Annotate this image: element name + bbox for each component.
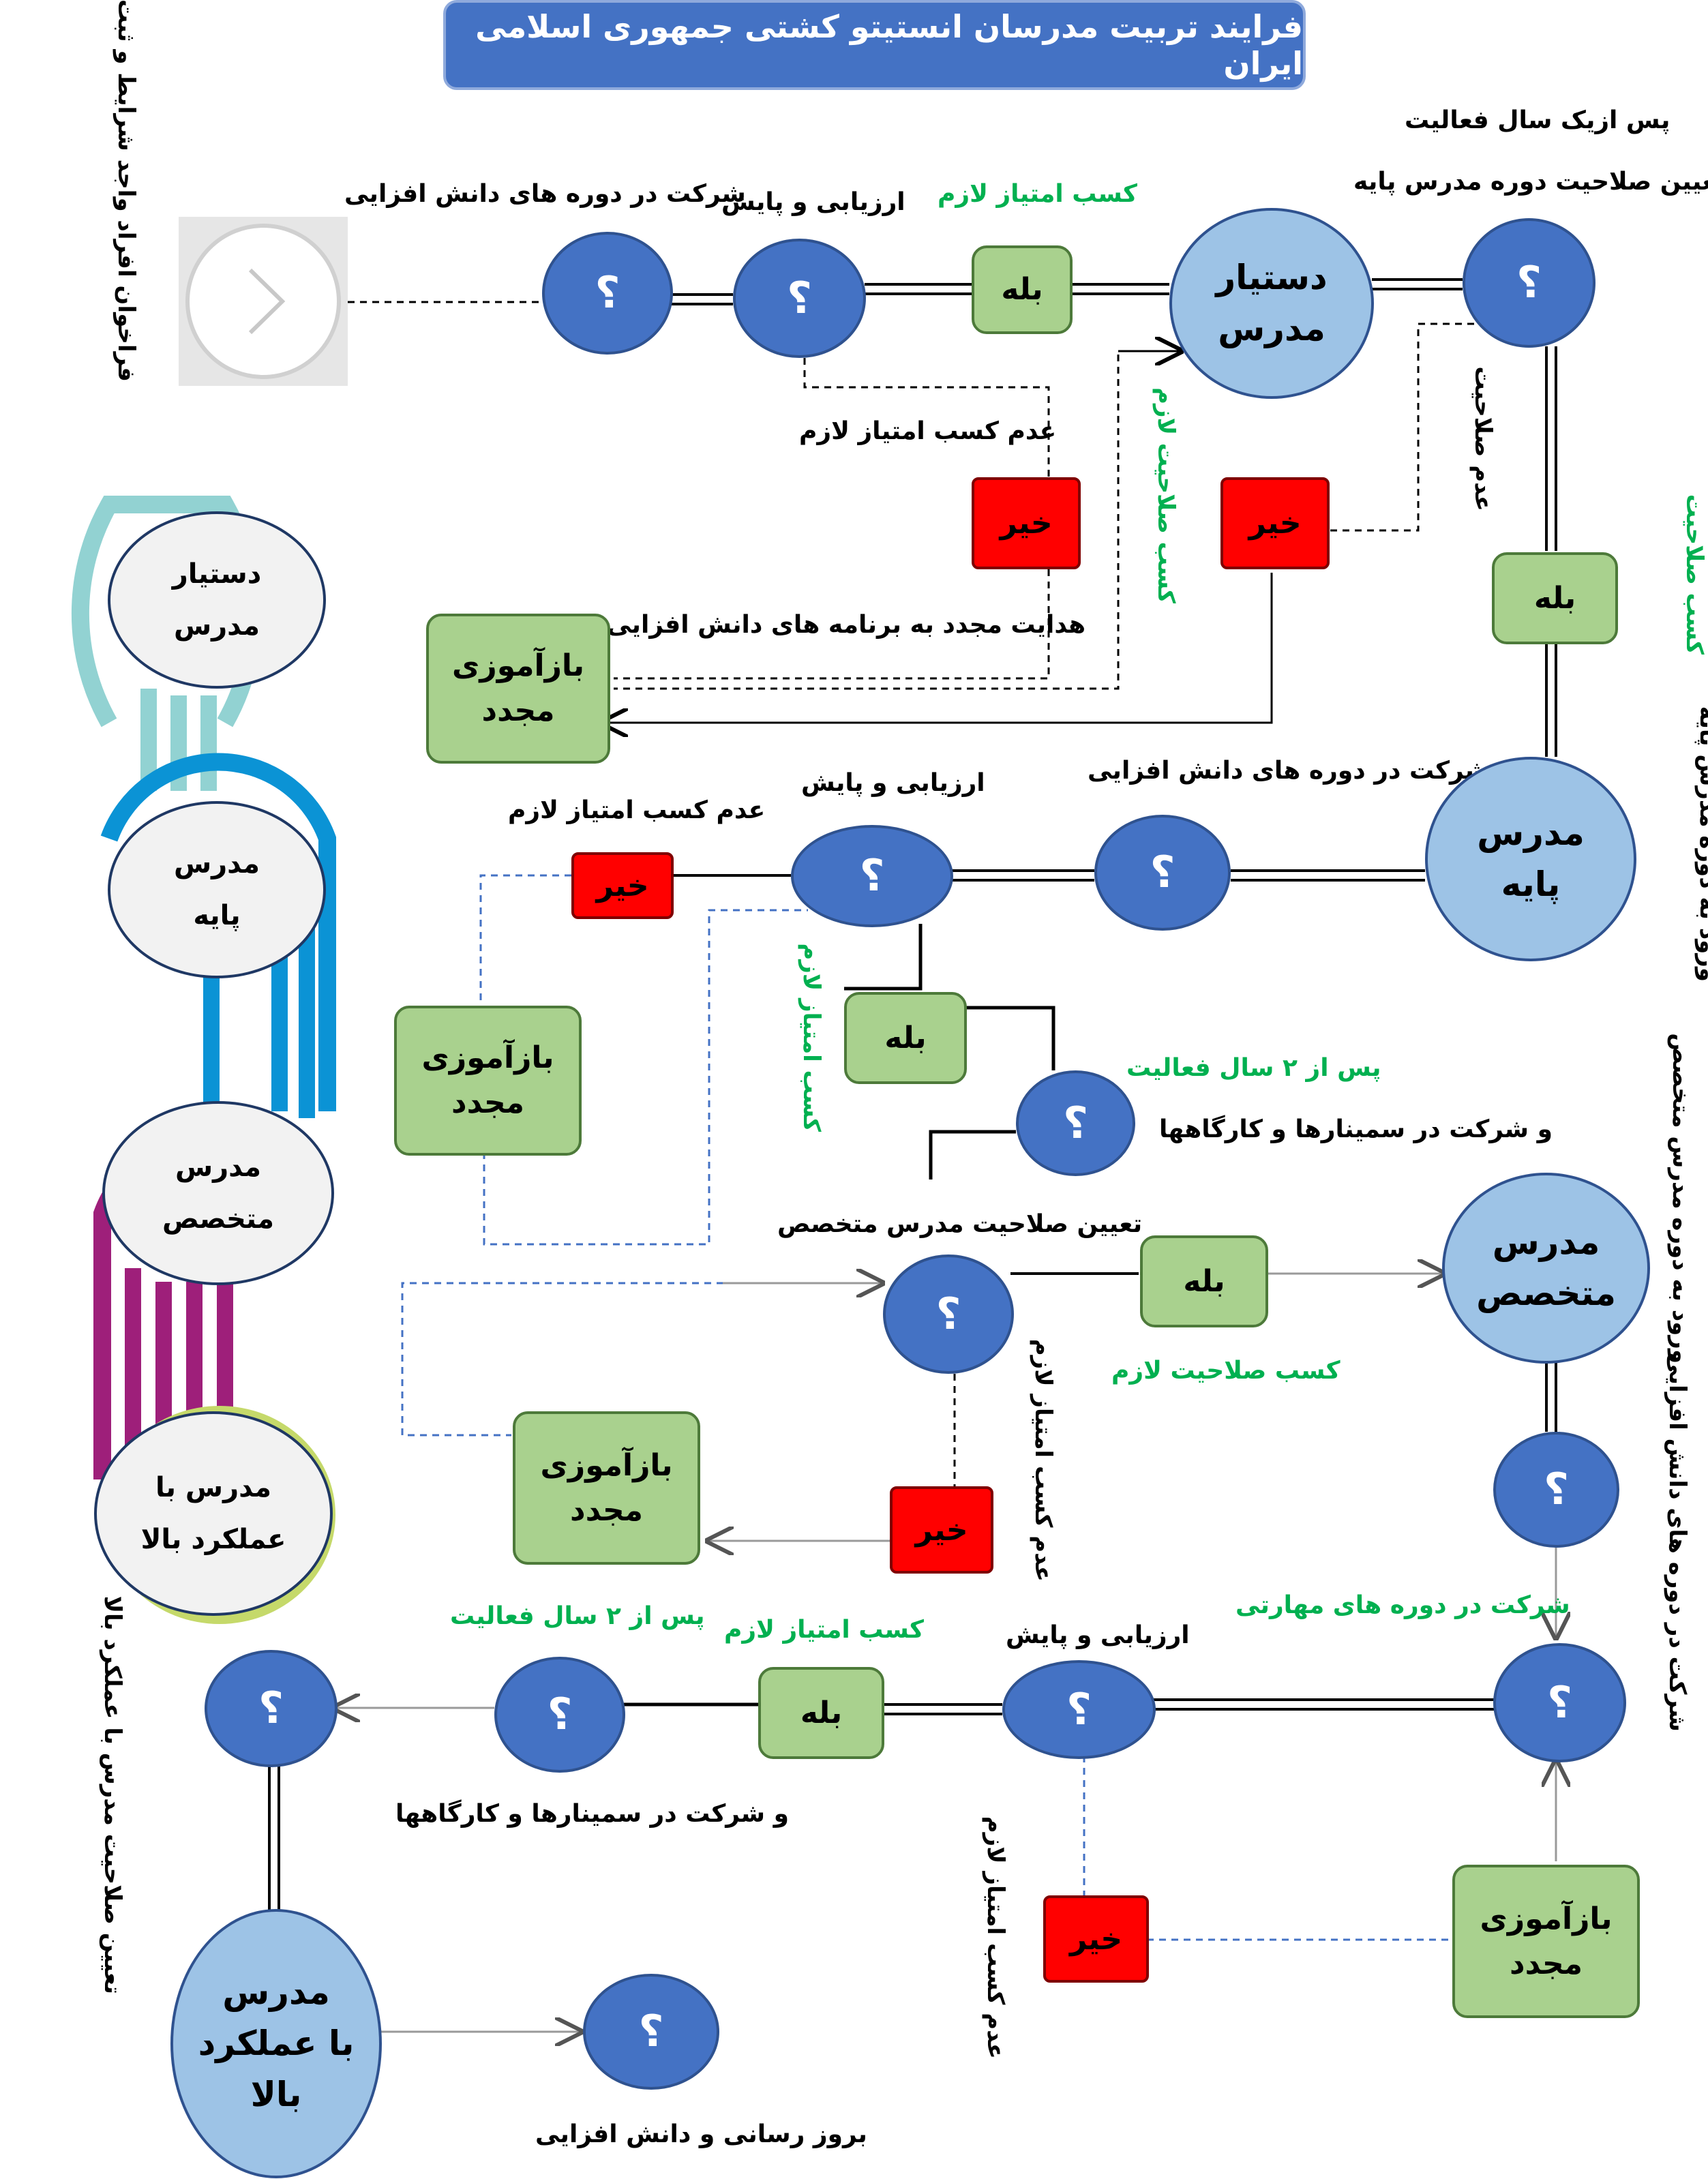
label-knowledge-course-vertical: شرکت در دوره های دانش افزایی: [1664, 1352, 1691, 1732]
label-after-two-years-2: پس از ۲ سال فعالیت: [450, 1602, 705, 1630]
label-redirect: هدایت مجدد به برنامه های دانش افزایی: [607, 611, 1086, 639]
question-node-11[interactable]: ؟: [494, 1657, 625, 1773]
label-score-gained-3: کسب امتیاز لازم: [724, 1616, 924, 1644]
question-node-4[interactable]: ؟: [1094, 815, 1231, 931]
question-node-12[interactable]: ؟: [205, 1650, 338, 1767]
yes-box-2[interactable]: بله: [1492, 552, 1618, 644]
label-enter-base: ورود به دوره مدرس پایه: [1694, 706, 1708, 982]
label-score-not-gained-2: عدم کسب امتیاز لازم: [508, 796, 766, 824]
retrain-box-3[interactable]: بازآموزی مجدد: [513, 1411, 700, 1565]
node-base-teacher[interactable]: مدرس پایه: [1425, 757, 1636, 961]
label-score-not-gained-1: عدم کسب امتیاز لازم: [799, 417, 1057, 445]
label-score-gained-1: کسب امتیاز لازم: [938, 180, 1137, 208]
label-score-not-gained-4: عدم کسب امتیاز لازم: [982, 1816, 1009, 2059]
label-after-two-years-1: پس از ۲ سال فعالیت: [1126, 1054, 1381, 1082]
question-node-5[interactable]: ؟: [791, 825, 953, 927]
label-after-one-year: پس ازیک سال فعالیت: [1405, 106, 1670, 134]
label-skill-courses: شرکت در دوره های مهارتی: [1235, 1591, 1570, 1619]
question-node-6[interactable]: ؟: [1016, 1070, 1135, 1176]
label-seminars-1: و شرکت در سمینارها و کارگاهها: [1159, 1115, 1553, 1143]
retrain-box-1[interactable]: بازآموزی مجدد: [426, 614, 610, 764]
no-box-5[interactable]: خیر: [1043, 1895, 1149, 1983]
retrain-box-2[interactable]: بازآموزی مجدد: [394, 1006, 582, 1156]
yes-box-1[interactable]: بله: [972, 245, 1073, 334]
label-score-not-gained-3: عدم کسب امتیاز لازم: [1030, 1338, 1057, 1582]
page-title: فرایند تربیت مدرسان انستیتو کشتی جمهوری …: [443, 0, 1306, 90]
retrain-box-4[interactable]: بازآموزی مجدد: [1452, 1865, 1640, 2018]
label-update: بروز رسانی و دانش افزایی: [535, 2120, 867, 2148]
question-node-13[interactable]: ؟: [583, 1974, 719, 2090]
stage-high: مدرس با عملکرد بالا: [94, 1411, 333, 1616]
label-no-qualification: عدم صلاحیت: [1469, 366, 1497, 511]
node-high-teacher[interactable]: مدرس با عملکرد بالا: [170, 1909, 382, 2178]
label-evaluation-2: ارزیابی و پایش: [801, 769, 985, 797]
label-qualification-gained-2: کسب صلاحیت: [1681, 494, 1708, 655]
node-assistant-teacher[interactable]: دستیار مدرس: [1169, 208, 1374, 399]
label-evaluation-1: ارزیابی و پایش: [721, 188, 905, 216]
label-knowledge-course-1: شرکت در دوره های دانش افزایی: [344, 180, 746, 208]
question-node-8[interactable]: ؟: [1493, 1432, 1619, 1548]
node-expert-teacher[interactable]: مدرس متخصص: [1442, 1173, 1650, 1364]
question-node-7[interactable]: ؟: [883, 1254, 1014, 1374]
yes-box-4[interactable]: بله: [1140, 1235, 1268, 1327]
label-qualification-gained-1: کسب صلاحیت لازم: [1152, 387, 1180, 603]
label-qualification-gained-3: کسب صلاحیت لازم: [1111, 1357, 1340, 1385]
question-node-1[interactable]: ؟: [542, 232, 673, 355]
no-box-3[interactable]: خیر: [571, 852, 674, 919]
label-high-qualification: تعیین صلاحیت مدرس با عملکرد بالا: [99, 1595, 126, 1994]
question-node-10[interactable]: ؟: [1002, 1660, 1156, 1759]
question-node-2[interactable]: ؟: [733, 239, 866, 358]
yes-box-5[interactable]: بله: [758, 1667, 884, 1759]
no-box-4[interactable]: خیر: [890, 1486, 993, 1574]
stage-expert: مدرس متخصص: [102, 1101, 334, 1285]
label-evaluation-3: ارزیابی و پایش: [1006, 1621, 1190, 1649]
question-node-3[interactable]: ؟: [1463, 218, 1595, 348]
chevron-right-icon: [248, 268, 286, 335]
stage-assistant: دستیار مدرس: [108, 511, 326, 689]
yes-box-3[interactable]: بله: [844, 992, 967, 1084]
label-base-qualification: تعیین صلاحیت دوره مدرس پایه: [1353, 168, 1708, 196]
label-enter-expert: ورود به دوره مدرس متخصص: [1667, 1033, 1694, 1364]
start-button[interactable]: [179, 217, 348, 386]
label-seminars-2: و شرکت در سمینارها و کارگاهها: [395, 1800, 789, 1828]
label-expert-qualification: تعیین صلاحیت مدرس متخصص: [777, 1210, 1143, 1238]
label-score-gained-2: کسب امتیاز لازم: [798, 943, 825, 1132]
call-label: فراخوان افراد واجد شرایط و ثبت نام: [113, 0, 140, 382]
stage-base: مدرس پایه: [108, 801, 326, 978]
no-box-1[interactable]: خیر: [972, 477, 1081, 569]
label-knowledge-course-2: شرکت در دوره های دانش افزایی: [1088, 757, 1489, 785]
no-box-2[interactable]: خیر: [1220, 477, 1330, 569]
start-ring: [185, 224, 341, 379]
question-node-9[interactable]: ؟: [1493, 1643, 1626, 1762]
